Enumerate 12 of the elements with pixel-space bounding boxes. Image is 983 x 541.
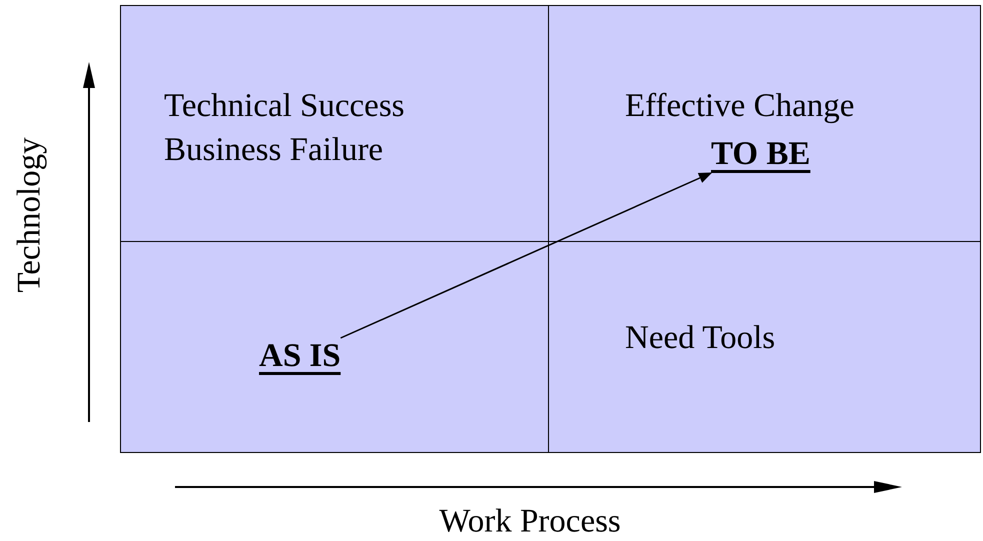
quadrant-label: Effective Change — [625, 87, 856, 126]
quadrant — [548, 241, 981, 453]
quadrant — [120, 241, 550, 453]
quadrant-label: Need Tools — [625, 319, 776, 358]
axis-label: Work Process — [439, 504, 621, 540]
quadrant-label: Technical Success Business Failure — [164, 87, 406, 170]
state-label: AS IS — [259, 338, 341, 375]
state-label: TO BE — [711, 136, 810, 173]
arrow — [340, 172, 712, 339]
quadrant — [548, 5, 981, 243]
quadrant — [120, 5, 550, 243]
axis-label: Technology — [12, 137, 48, 293]
